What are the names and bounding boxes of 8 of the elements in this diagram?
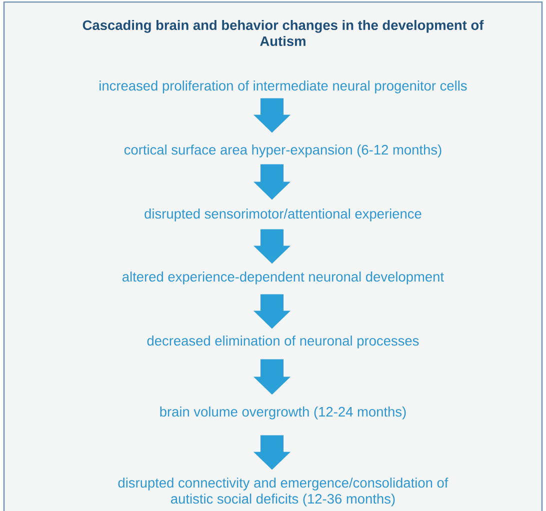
step-text: cortical surface area hyper-expansion (6-12 months) xyxy=(124,144,442,158)
step-text: decreased elimination of neuronal processes xyxy=(147,336,419,348)
step-text: disrupted sensorimotor/attentional experience xyxy=(144,208,422,222)
step-text: altered experience-dependent neuronal development xyxy=(122,272,444,284)
step-text: disrupted connectivity and emergence/consolidation of autistic social deficits (12-36 months) xyxy=(118,478,448,506)
step-text: increased proliferation of intermediate neural progenitor cells xyxy=(100,80,467,94)
title: Cascading brain and behavior changes in the development of Autism xyxy=(82,20,484,46)
step-text: brain volume overgrowth (12-24 months) xyxy=(160,406,406,420)
